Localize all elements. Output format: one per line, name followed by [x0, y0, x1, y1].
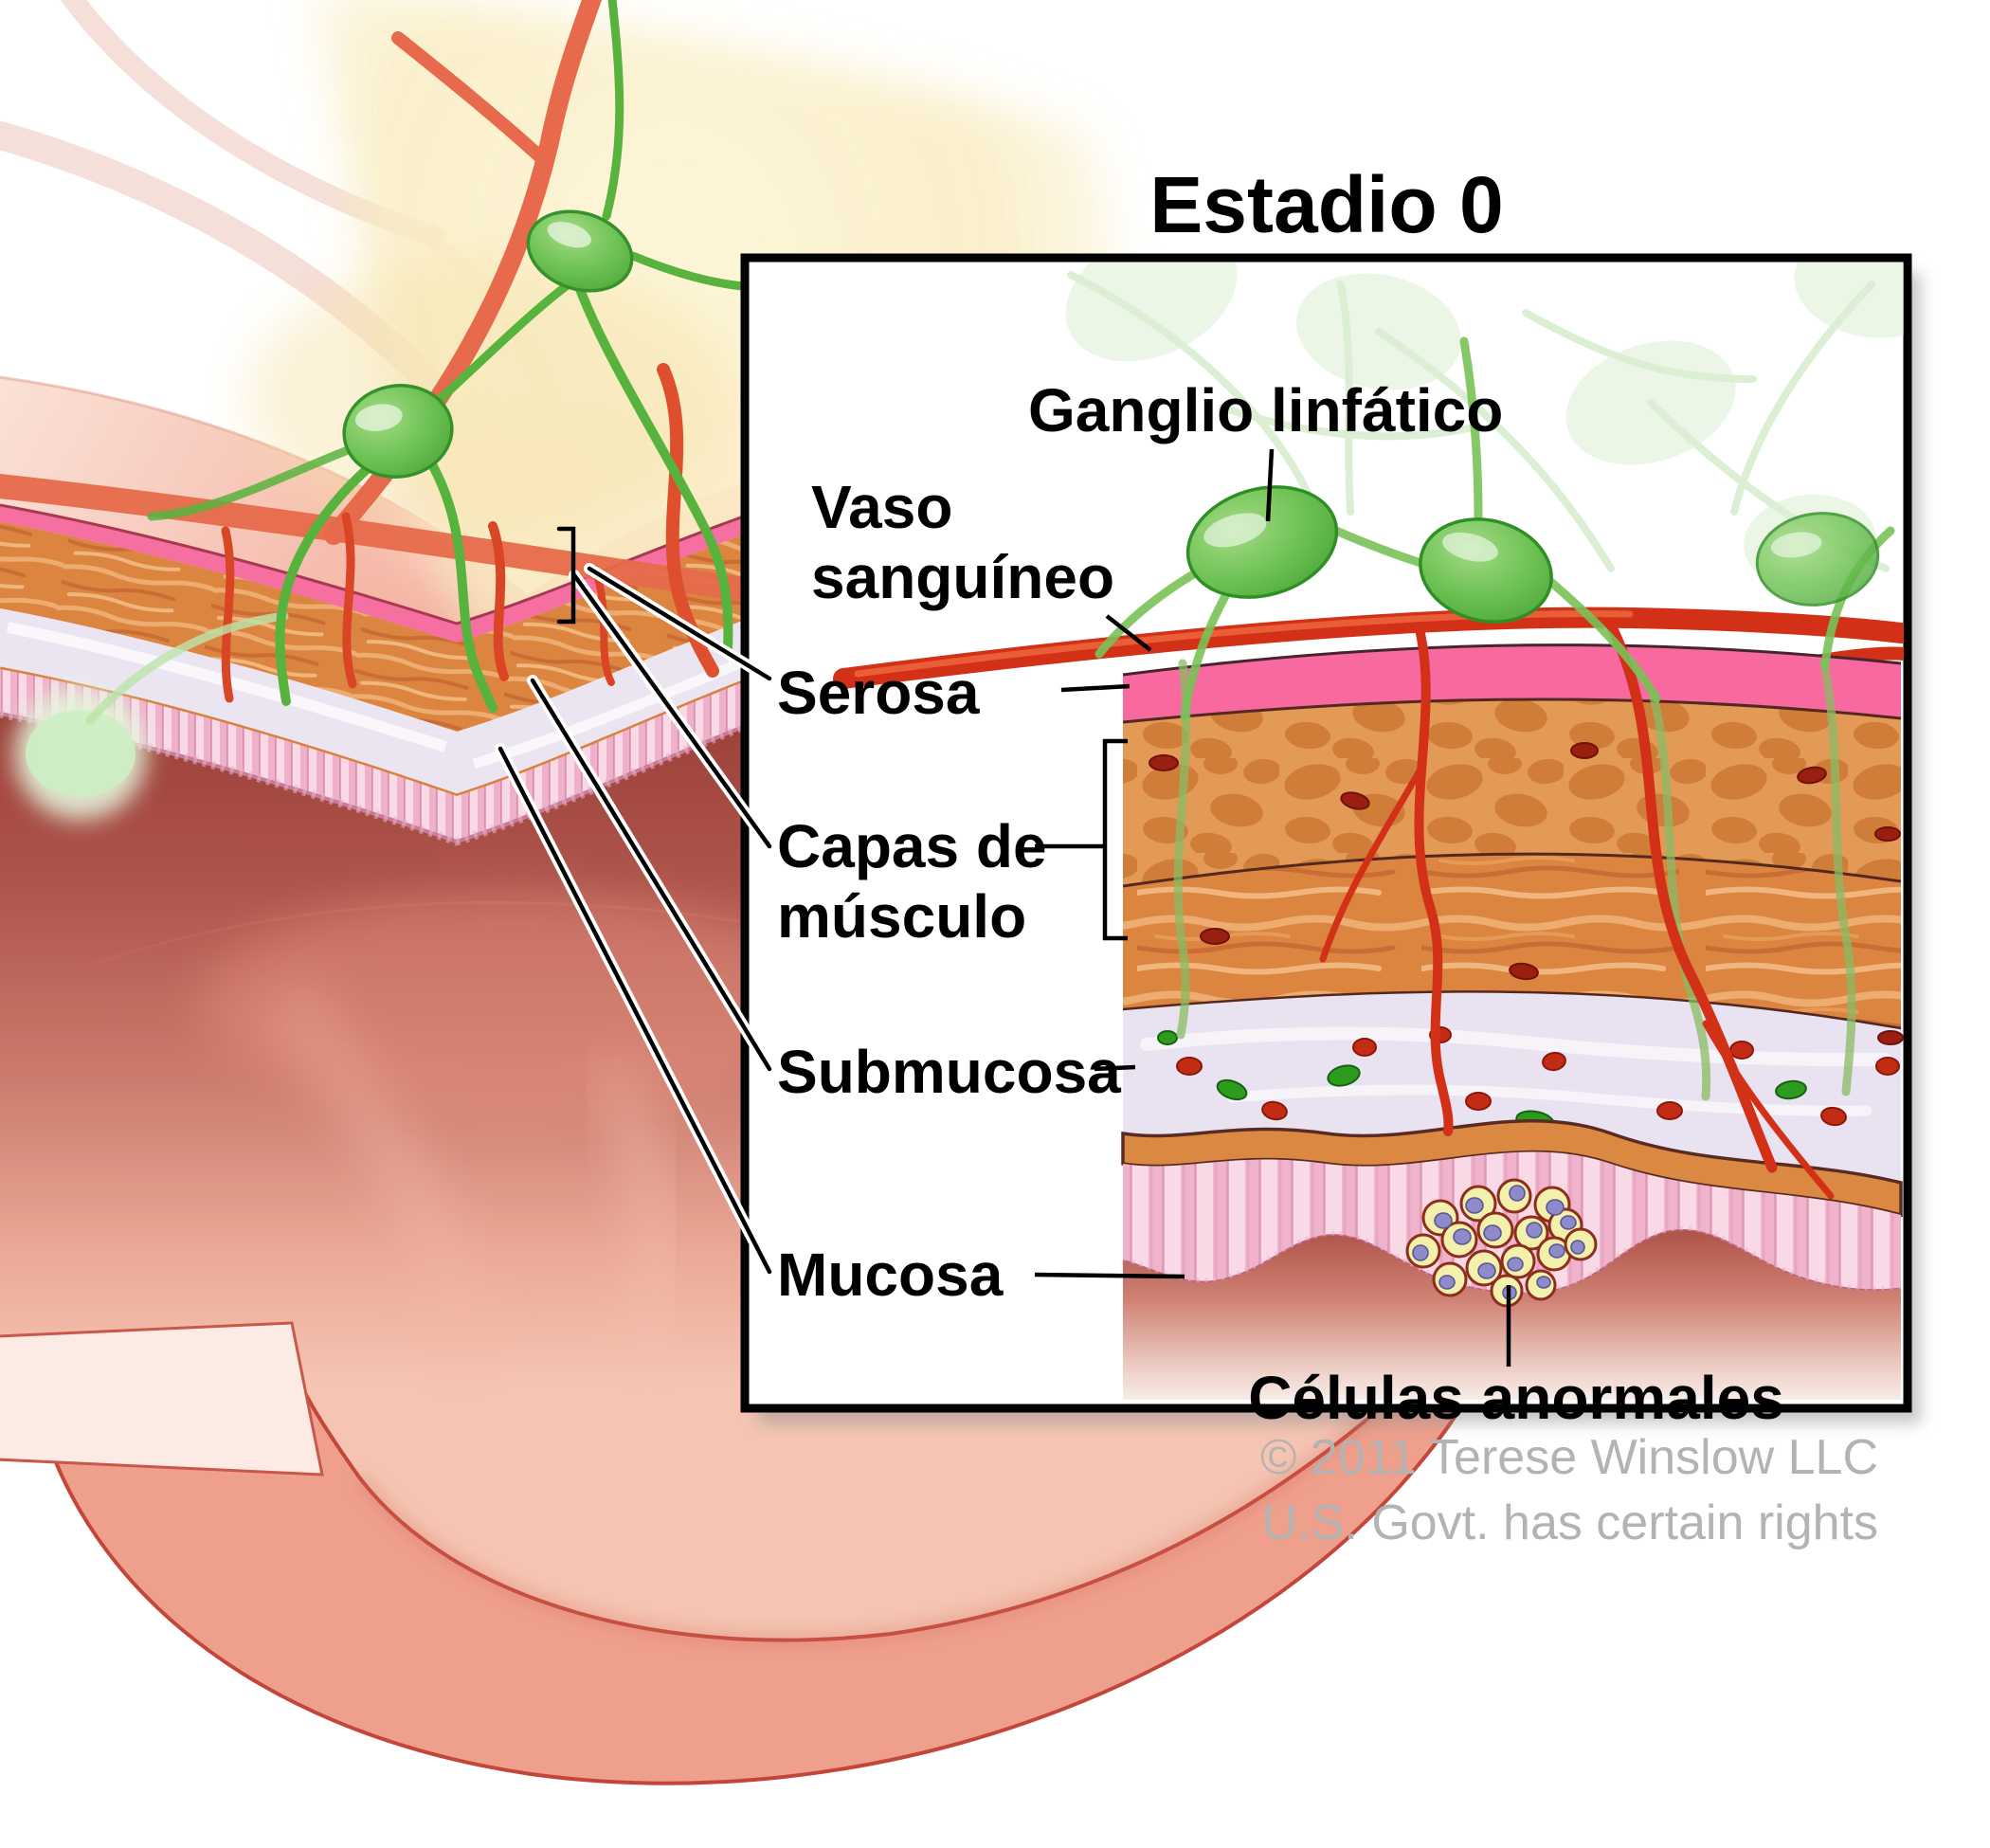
penetrating-vessels [1173, 620, 1856, 1200]
lumen-region [1123, 1230, 1901, 1400]
label-lymph-node: Ganglio linfático [1028, 375, 1503, 445]
lymph-node [1419, 517, 1553, 624]
copyright-notice: © 2011 Terese Winslow LLC U.S. Govt. has… [1260, 1425, 1878, 1555]
muscle-layer-left [0, 489, 872, 732]
leader-blood-vessel [1105, 614, 1152, 652]
lymph-network [14, 0, 820, 820]
leader-submucosa-overview [530, 678, 772, 1072]
leader-muscle-overview [571, 572, 772, 849]
label-blood-vessel-line2: sanguíneo [811, 543, 1115, 612]
label-muscle-layers-line2: músculo [777, 882, 1027, 951]
leader-serosa [1060, 683, 1131, 693]
bright-lymph-nodes [1094, 336, 1895, 721]
lymph-node [342, 384, 454, 479]
label-lymph-node-text: Ganglio linfático [1028, 376, 1504, 444]
cut-surface-band [0, 1321, 324, 1477]
bracket-muscle-layers [1102, 738, 1128, 941]
inset-magnified-view [740, 253, 1921, 1423]
muscle-layer-2 [1123, 854, 1901, 1028]
muscle-layer-1 [1123, 698, 1901, 886]
label-blood-vessel-line1: Vaso [811, 473, 953, 541]
label-muscle-layers-line1: Capas de [777, 812, 1047, 880]
label-muscle-layers: Capas de músculo [777, 811, 1047, 951]
overview-leader-lines [495, 526, 775, 1277]
leader-lymph-node [1265, 448, 1275, 522]
label-mucosa: Mucosa [777, 1241, 1004, 1309]
muscle-blood-cells [1149, 742, 1904, 1045]
lymph-node [526, 209, 634, 293]
label-serosa: Serosa [777, 659, 980, 727]
leader-mucosa-overview [498, 746, 772, 1275]
serosa-layer-left [0, 472, 872, 643]
label-blood-vessel: Vaso sanguíneo [811, 472, 1114, 612]
inset-leader-lines [1034, 448, 1511, 1367]
lymph-node [1755, 512, 1880, 607]
lymph-node [1185, 485, 1339, 599]
label-submucosa: Submucosa [777, 1038, 1121, 1106]
leader-mucosa [1034, 1272, 1185, 1279]
bracket-muscle-overview [556, 526, 576, 625]
abnormal-cells [1405, 1178, 1598, 1308]
leader-submucosa [1094, 1064, 1136, 1072]
inset-title: Estadio 0 [1149, 160, 1504, 249]
copyright-line2: U.S. Govt. has certain rights [1261, 1495, 1878, 1550]
label-abnormal-cells: Células anormales [1248, 1364, 1784, 1432]
copyright-line1: © 2011 Terese Winslow LLC [1259, 1430, 1878, 1485]
leader-serosa-overview [587, 566, 772, 681]
colon-cut-tube-end [0, 1321, 1485, 1785]
